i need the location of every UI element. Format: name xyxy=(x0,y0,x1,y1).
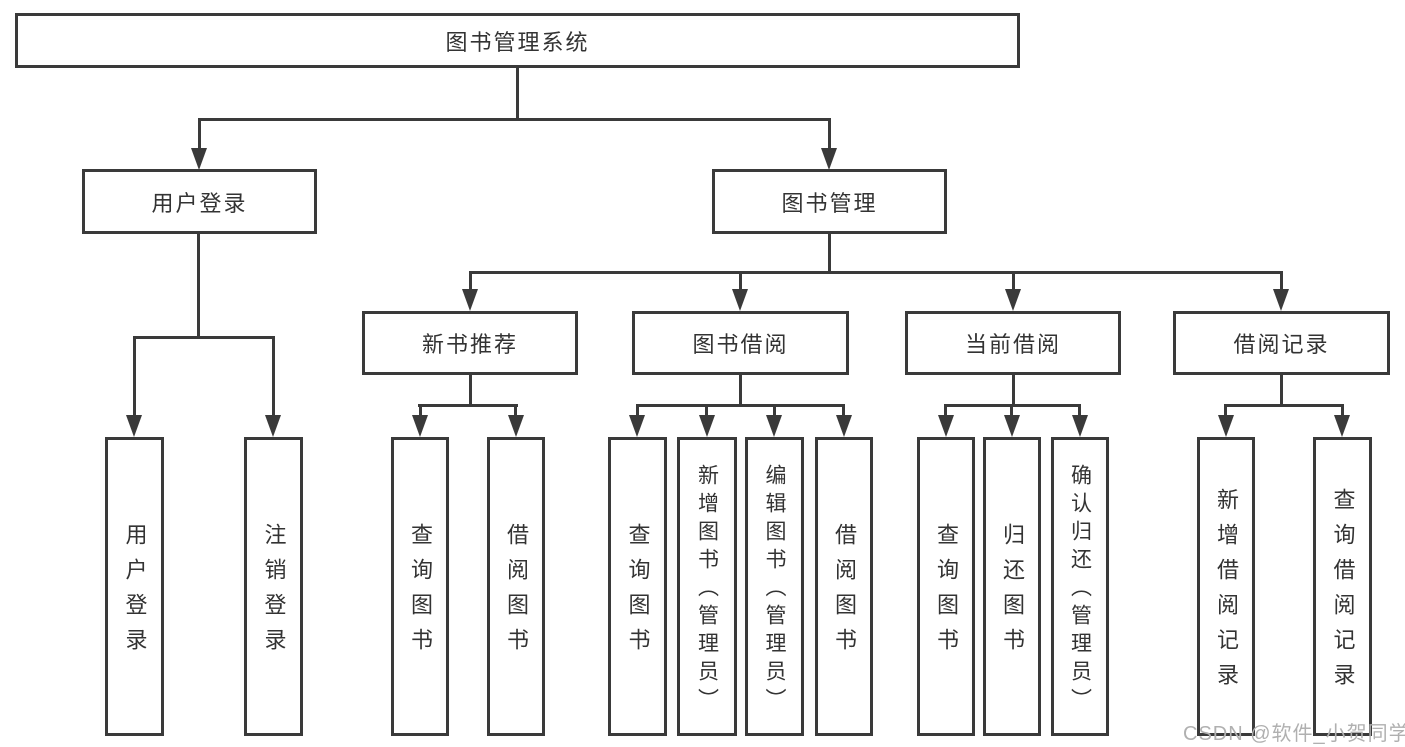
arrow-down-icon xyxy=(699,415,715,437)
leaf-logout: 注销登录 xyxy=(244,437,303,736)
connector-book-mgmt-stem xyxy=(828,234,831,271)
node-root-label: 图书管理系统 xyxy=(445,29,590,55)
connector-leaf xyxy=(1341,404,1344,416)
arrow-down-icon xyxy=(1218,415,1234,437)
leaf-confirm-return-admin: 确认归还（管理员） xyxy=(1051,437,1109,736)
connector-borrow-records-branch xyxy=(1225,404,1344,407)
arrow-down-icon xyxy=(1005,289,1021,311)
connector-leaf xyxy=(1078,404,1081,416)
leaf-add-borrow-record: 新增借阅记录 xyxy=(1197,437,1255,736)
connector-leaf xyxy=(842,404,845,416)
connector-borrow-records-stem xyxy=(1280,375,1283,404)
arrow-down-icon xyxy=(265,415,281,437)
connector-to-book-borrow xyxy=(739,271,742,291)
connector-book-mgmt-branch xyxy=(469,271,1282,274)
connector-leaf xyxy=(1010,404,1013,416)
arrow-down-icon xyxy=(1334,415,1350,437)
leaf-user-login: 用户登录 xyxy=(105,437,164,736)
connector-to-new-books xyxy=(469,271,472,291)
arrow-down-icon xyxy=(1072,415,1088,437)
leaf-query-books-1: 查询图书 xyxy=(391,437,449,736)
connector-to-book-mgmt xyxy=(828,118,831,151)
connector-leaf xyxy=(419,404,422,416)
leaf-confirm-return-admin-label: 确认归还（管理员） xyxy=(1068,464,1092,716)
arrow-down-icon xyxy=(766,415,782,437)
connector-leaf xyxy=(1224,404,1227,416)
connector-leaf xyxy=(514,404,517,416)
arrow-down-icon xyxy=(462,289,478,311)
node-book-borrowing-label: 图书借阅 xyxy=(692,332,789,357)
arrow-down-icon xyxy=(1273,289,1289,311)
leaf-add-books-admin: 新增图书（管理员） xyxy=(677,437,737,736)
leaf-add-books-admin-label: 新增图书（管理员） xyxy=(695,464,719,716)
node-root-library-system: 图书管理系统 xyxy=(15,13,1020,68)
arrow-down-icon xyxy=(1004,415,1020,437)
connector-leaf xyxy=(944,404,947,416)
arrow-down-icon xyxy=(836,415,852,437)
connector-user-login-stem xyxy=(197,234,200,336)
connector-book-borrow-stem xyxy=(739,375,742,404)
connector-book-borrow-branch xyxy=(636,404,845,407)
leaf-borrow-books-2-label: 借阅图书 xyxy=(832,523,857,663)
leaf-logout-label: 注销登录 xyxy=(261,523,287,663)
connector-to-logout-leaf xyxy=(272,336,275,416)
connector-current-borrow-branch xyxy=(945,404,1081,407)
connector-new-books-branch xyxy=(418,404,518,407)
connector-to-login-leaf xyxy=(133,336,136,416)
connector-user-login-branch xyxy=(133,336,275,339)
leaf-query-borrow-record: 查询借阅记录 xyxy=(1313,437,1372,736)
arrow-down-icon xyxy=(629,415,645,437)
node-book-management: 图书管理 xyxy=(712,169,947,234)
connector-root-branch xyxy=(198,118,831,121)
arrow-down-icon xyxy=(412,415,428,437)
csdn-watermark: CSDN @软件_小贺同学 xyxy=(1183,723,1405,745)
connector-leaf xyxy=(636,404,639,416)
leaf-edit-books-admin-label: 编辑图书（管理员） xyxy=(763,464,786,716)
connector-leaf xyxy=(705,404,708,416)
leaf-edit-books-admin: 编辑图书（管理员） xyxy=(745,437,804,736)
leaf-borrow-books-1: 借阅图书 xyxy=(487,437,545,736)
leaf-query-books-1-label: 查询图书 xyxy=(408,523,433,663)
node-current-borrowing: 当前借阅 xyxy=(905,311,1121,375)
leaf-add-borrow-record-label: 新增借阅记录 xyxy=(1214,488,1239,698)
connector-to-borrow-records xyxy=(1280,271,1283,291)
leaf-query-books-3-label: 查询图书 xyxy=(934,523,959,663)
leaf-query-books-2-label: 查询图书 xyxy=(625,523,651,663)
connector-to-user-login xyxy=(198,118,201,151)
leaf-borrow-books-1-label: 借阅图书 xyxy=(504,523,529,663)
connector-to-current-borrow xyxy=(1012,271,1015,291)
node-borrow-records-label: 借阅记录 xyxy=(1233,332,1330,357)
arrow-down-icon xyxy=(191,148,207,170)
arrow-down-icon xyxy=(938,415,954,437)
node-new-book-recommend: 新书推荐 xyxy=(362,311,578,375)
node-borrow-records: 借阅记录 xyxy=(1173,311,1390,375)
arrow-down-icon xyxy=(732,289,748,311)
node-user-login-label: 用户登录 xyxy=(151,190,248,216)
connector-leaf xyxy=(773,404,776,416)
leaf-return-books-label: 归还图书 xyxy=(1000,523,1025,663)
node-book-management-label: 图书管理 xyxy=(781,190,878,216)
leaf-return-books: 归还图书 xyxy=(983,437,1041,736)
connector-new-books-stem xyxy=(469,375,472,404)
arrow-down-icon xyxy=(126,415,142,437)
node-book-borrowing: 图书借阅 xyxy=(632,311,849,375)
arrow-down-icon xyxy=(508,415,524,437)
arrow-down-icon xyxy=(821,148,837,170)
leaf-user-login-label: 用户登录 xyxy=(122,523,148,663)
node-user-login: 用户登录 xyxy=(82,169,317,234)
leaf-query-borrow-record-label: 查询借阅记录 xyxy=(1330,488,1356,698)
node-current-borrowing-label: 当前借阅 xyxy=(964,332,1061,357)
leaf-query-books-2: 查询图书 xyxy=(608,437,667,736)
connector-root-stem xyxy=(516,68,519,118)
node-new-book-recommend-label: 新书推荐 xyxy=(421,332,518,357)
leaf-borrow-books-2: 借阅图书 xyxy=(815,437,873,736)
leaf-query-books-3: 查询图书 xyxy=(917,437,975,736)
connector-current-borrow-stem xyxy=(1012,375,1015,404)
